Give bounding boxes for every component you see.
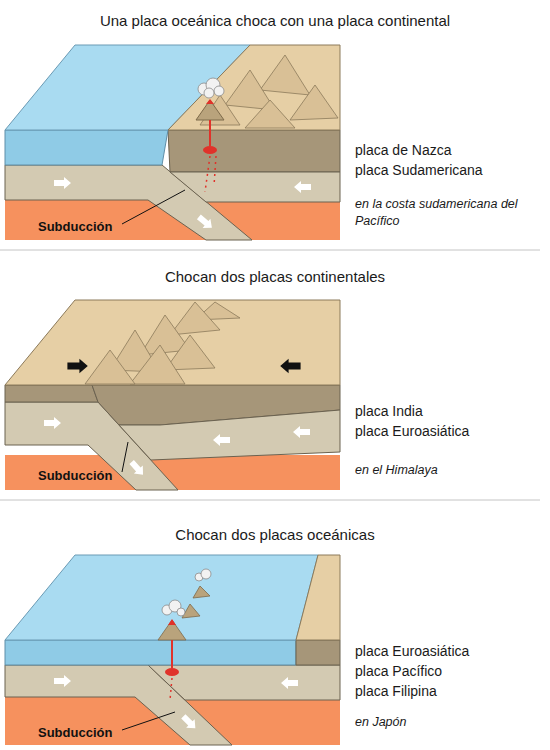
subduction-label: Subducción	[38, 468, 112, 484]
lava	[206, 99, 214, 104]
magma-chamber	[203, 146, 217, 154]
leader-line	[122, 190, 185, 224]
volcano	[196, 100, 224, 120]
subduction-label: Subducción	[38, 725, 112, 741]
plate-name: placa Euroasiática	[355, 423, 469, 440]
continental-crust	[168, 130, 340, 172]
magma-rise	[205, 156, 210, 192]
ocean-ocean-block	[5, 555, 340, 745]
ocean-surface	[5, 555, 318, 640]
continental-lithosphere	[170, 172, 340, 202]
land-surface	[296, 555, 340, 640]
location-note: en la costa sudamericana del Pacífico	[355, 196, 535, 230]
subduction-label: Subducción	[38, 219, 112, 235]
india-crust	[5, 385, 98, 402]
land-surface	[168, 45, 340, 130]
lava	[168, 619, 176, 625]
plate-name: placa India	[355, 403, 423, 420]
himalaya-mountains	[85, 302, 240, 384]
panel-divider	[0, 500, 540, 501]
eruption-cloud	[162, 569, 211, 616]
location-note: en Japón	[355, 714, 406, 731]
panel-divider	[0, 250, 540, 251]
magma-conduit	[171, 640, 173, 668]
ocean-continent-block	[5, 45, 340, 240]
continent-continent-block	[5, 300, 340, 490]
eurasia-lithosphere	[119, 410, 340, 460]
compression-arrows	[67, 359, 300, 373]
magma-conduit	[209, 120, 211, 146]
panel-heading: Una placa oceánica choca con una placa c…	[0, 12, 550, 30]
plate-name: placa Euroasiática	[355, 643, 469, 660]
island-arc	[158, 586, 210, 640]
magma-chamber	[165, 668, 179, 676]
plate-name: placa Filipina	[355, 683, 437, 700]
ocean-water-front	[5, 640, 296, 665]
panel-heading: Chocan dos placas oceánicas	[0, 526, 550, 544]
ocean-water-front	[5, 130, 168, 165]
panel-heading: Chocan dos placas continentales	[0, 268, 550, 286]
land-surface	[5, 300, 340, 385]
leader-line	[122, 712, 175, 730]
overriding-oceanic-plate	[148, 665, 340, 700]
leader-line	[122, 442, 128, 472]
location-note: en el Himalaya	[355, 462, 438, 479]
magma-rise	[170, 678, 172, 700]
magma-rise	[214, 156, 216, 186]
motion-arrows	[54, 675, 298, 733]
land-front	[296, 640, 340, 665]
ocean-surface	[5, 45, 250, 130]
plate-name: placa de Nazca	[355, 142, 452, 159]
plate-name: placa Sudamericana	[355, 162, 483, 179]
plate-name: placa Pacífico	[355, 663, 442, 680]
eruption-cloud	[198, 78, 224, 98]
